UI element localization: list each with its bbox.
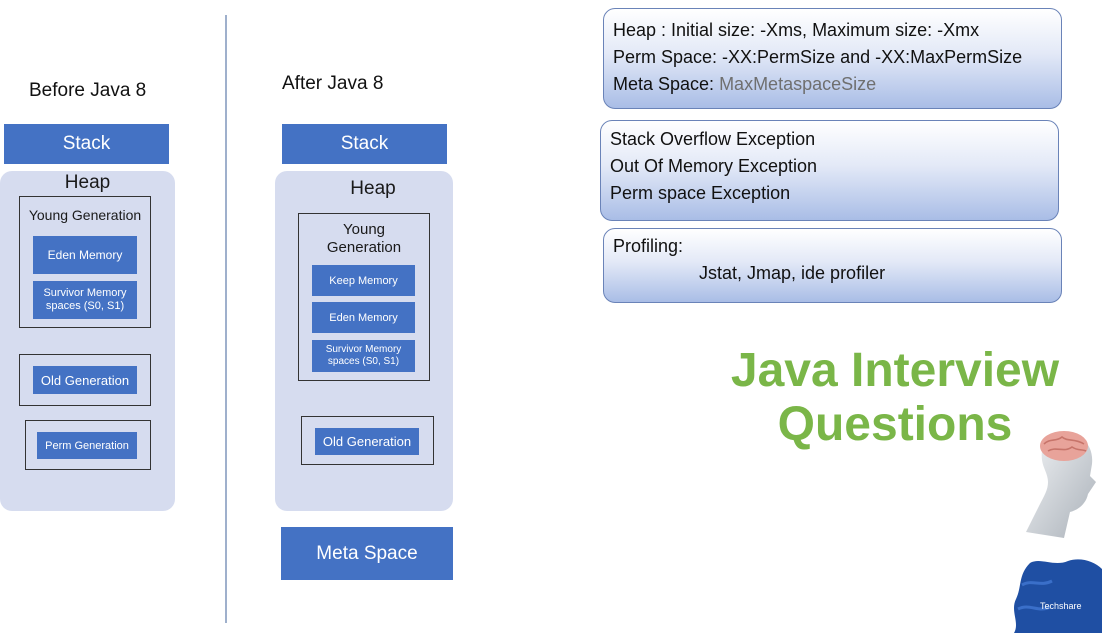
memory-size-options-note: Heap : Initial size: -Xms, Maximum size:…: [603, 8, 1062, 109]
meta-space-value: MaxMetaspaceSize: [719, 74, 877, 94]
after-heap-label: Heap: [350, 178, 396, 199]
before-old-generation-frame: [19, 354, 151, 406]
perm-space-line: Perm Space: -XX:PermSize and -XX:MaxPerm…: [613, 47, 1023, 67]
exceptions-note: Stack Overflow Exception Out Of Memory E…: [600, 120, 1059, 221]
meta-space-label: Meta Space:: [613, 74, 720, 94]
before-survivor-memory-block: Survivor Memory spaces (S0, S1): [33, 281, 137, 319]
before-young-generation-frame: [19, 196, 151, 328]
techshare-logo-text: Techshare: [1040, 601, 1082, 611]
profiling-label: Profiling:: [613, 236, 684, 256]
after-old-generation-block: Old Generation: [315, 428, 419, 455]
after-java8-title: After Java 8: [282, 73, 384, 94]
brand-title: Java Interview Questions: [680, 344, 1102, 452]
after-stack-block: Stack: [282, 124, 447, 164]
before-old-generation-block: Old Generation: [33, 366, 137, 394]
before-java8-title: Before Java 8: [29, 80, 147, 101]
exception-item: Stack Overflow Exception: [610, 129, 816, 149]
profiling-note: Profiling: Jstat, Jmap, ide profiler: [603, 228, 1062, 303]
techshare-logo-icon: [1014, 559, 1102, 633]
brand-title-line1: Java Interview: [730, 344, 1060, 397]
meta-space-line: Meta Space: MaxMetaspaceSize: [613, 71, 1052, 98]
after-survivor-memory-block: Survivor Memory spaces (S0, S1): [312, 340, 415, 372]
before-heap-label: Heap: [64, 172, 111, 193]
before-stack-block: Stack: [4, 124, 169, 164]
brand-title-line2: Questions: [777, 398, 1013, 451]
meta-space-block: Meta Space: [281, 527, 453, 580]
after-young-generation-frame: [298, 213, 430, 381]
heap-size-line: Heap : Initial size: -Xms, Maximum size:…: [613, 20, 980, 40]
column-divider: [225, 15, 227, 623]
before-young-generation-label: Young Generation: [28, 207, 142, 223]
after-eden-memory-block: Eden Memory: [312, 302, 415, 333]
brain-head-icon: [1026, 431, 1096, 538]
exception-item: Perm space Exception: [610, 183, 791, 203]
before-perm-generation-frame: [25, 420, 151, 470]
before-perm-generation-block: Perm Generation: [37, 432, 137, 459]
after-old-generation-frame: [301, 416, 434, 465]
profiling-tools: Jstat, Jmap, ide profiler: [699, 263, 886, 283]
before-eden-memory-block: Eden Memory: [33, 236, 137, 274]
after-young-generation-label: Young Generation: [326, 221, 402, 256]
exception-item: Out Of Memory Exception: [610, 156, 818, 176]
after-keep-memory-block: Keep Memory: [312, 265, 415, 296]
